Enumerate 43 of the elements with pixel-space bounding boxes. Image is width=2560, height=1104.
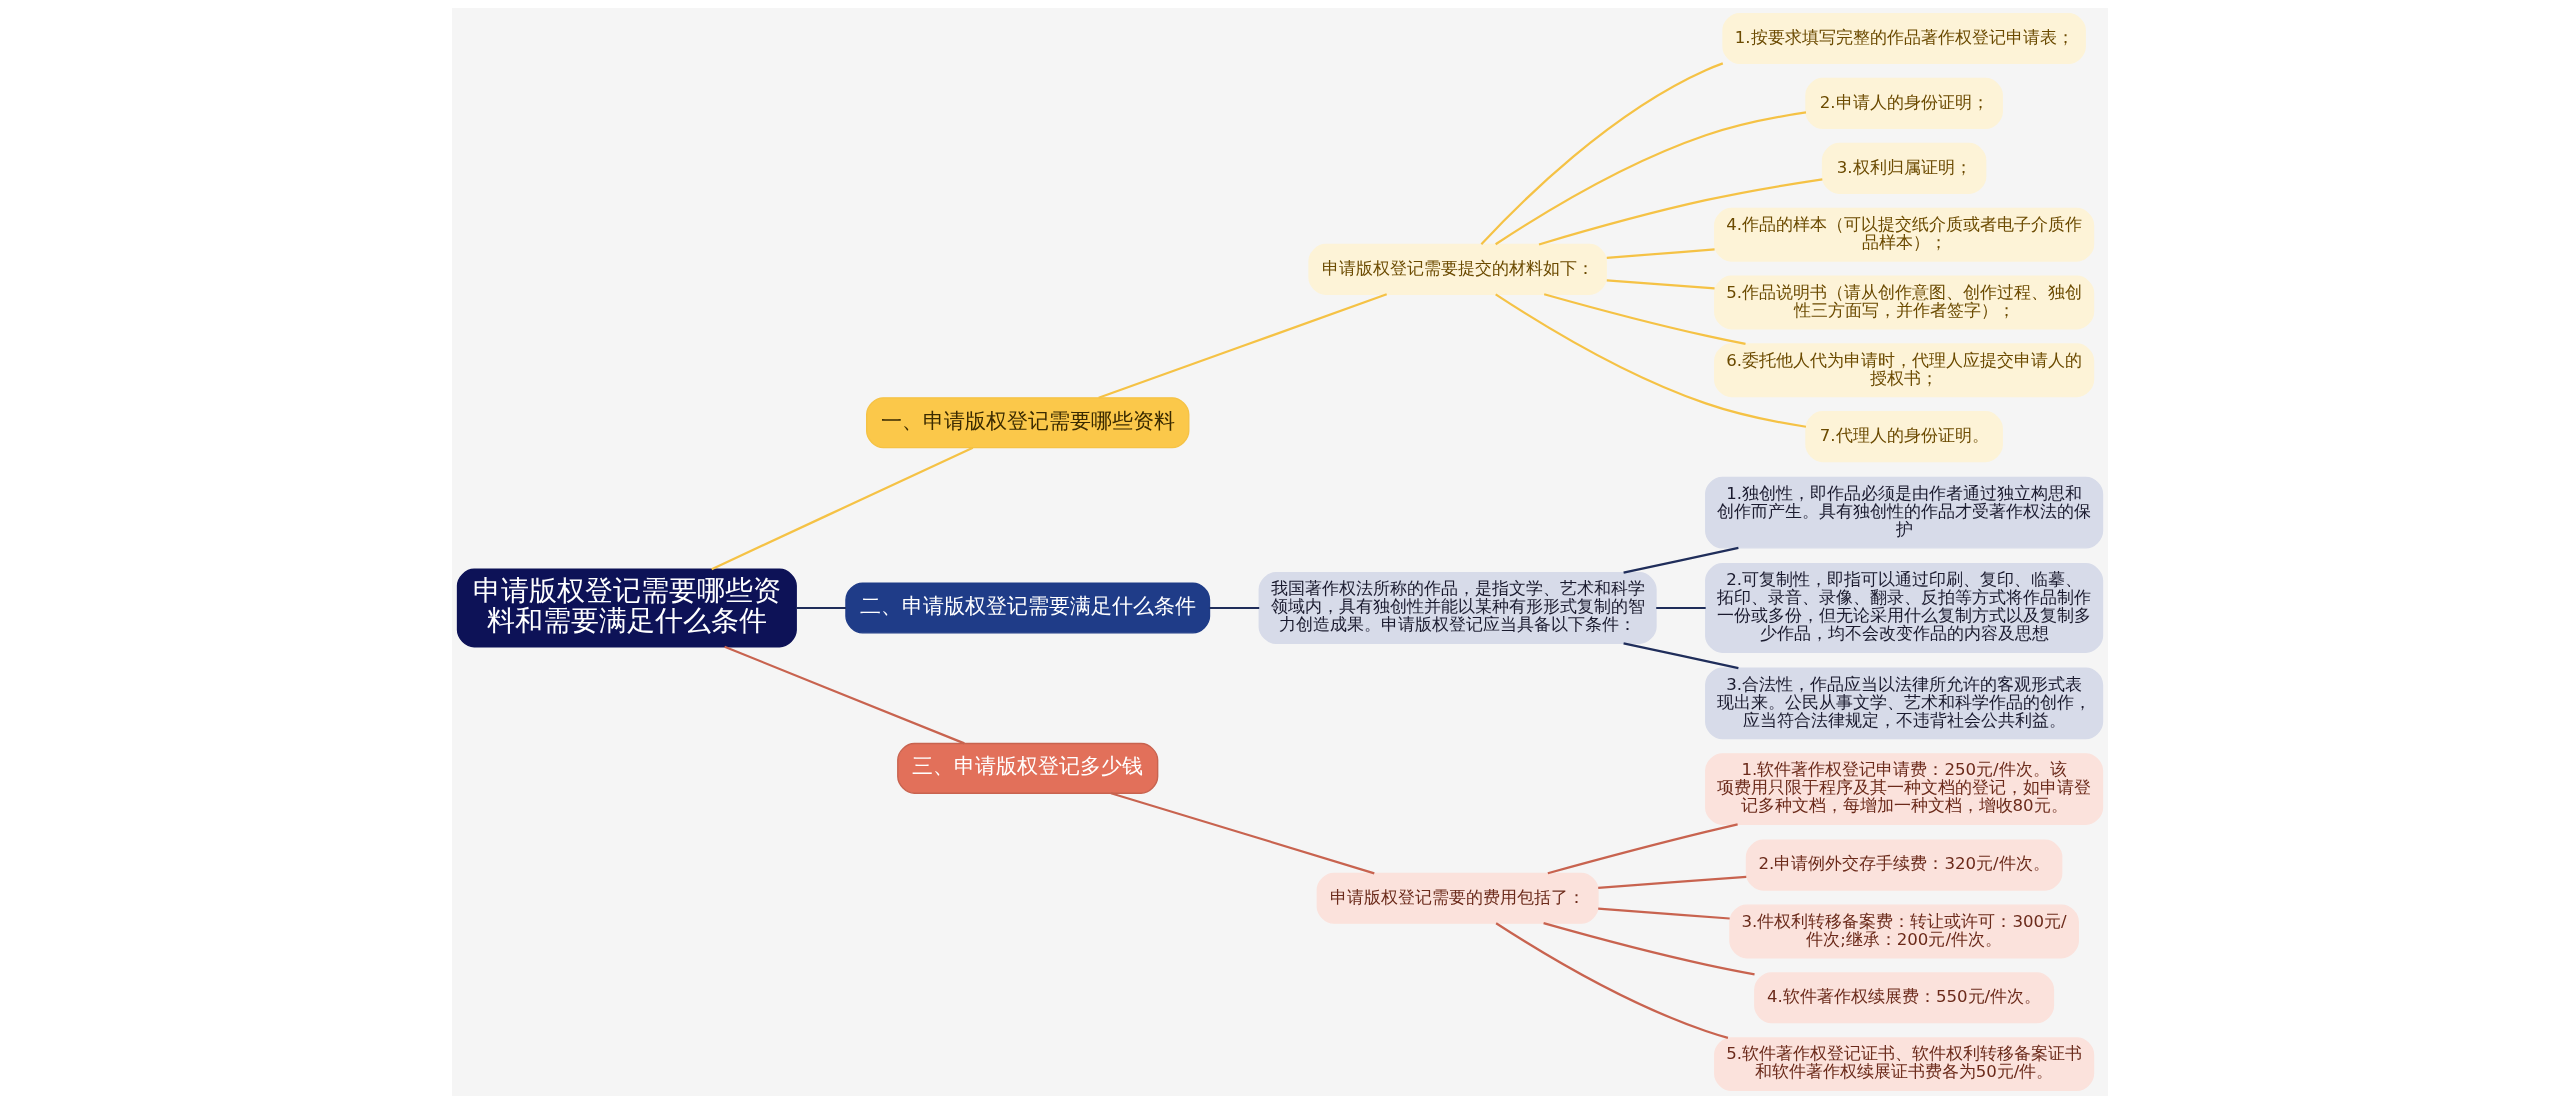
node-box: 3.权利归属证明； [1821, 142, 1987, 194]
connector [724, 645, 965, 745]
node-box: 我国著作权法所称的作品，是指文学、艺术和科学领域内，具有独创性并能以某种有形形式复制的智力创造成果。申请版权登记应当具备以下条件： [1258, 572, 1657, 644]
node-box: 1.按要求填写完整的作品著作权登记申请表； [1722, 12, 2086, 65]
connector [1606, 279, 1715, 290]
node-box: 6.委托他人代为申请时，代理人应提交申请人的授权书； [1714, 343, 2095, 398]
node-box: 5.作品说明书（请从创作意图、创作过程、独创性三方面写，并作者签字）； [1714, 275, 2095, 330]
node-box: 2.申请例外交存手续费：320元/件次。 [1745, 839, 2063, 891]
connector [1623, 546, 1739, 574]
node-box: 1.独创性，即作品必须是由作者通过独立构思和创作而产生。具有独创性的作品才受著作权法的保护 [1705, 476, 2104, 549]
node-box: 三、申请版权登记多少钱 [897, 742, 1159, 794]
connector [1480, 62, 1724, 245]
node-box: 4.作品的样本（可以提交纸介质或者电子介质作品样本）； [1714, 207, 2095, 262]
connector [1623, 642, 1739, 670]
node-box: 3.件权利转移备案费：转让或许可：300元/件次;继承：200元/件次。 [1729, 904, 2079, 959]
node-box: 5.软件著作权登记证书、软件权利转移备案证书和软件著作权续展证书费各为50元/件。 [1714, 1037, 2095, 1092]
node-box: 一、申请版权登记需要哪些资料 [866, 397, 1190, 449]
connector [1598, 907, 1730, 920]
node-box: 2.申请人的身份证明； [1805, 77, 2003, 129]
connector [1547, 823, 1738, 875]
connector [1495, 111, 1807, 246]
node-box: 申请版权登记需要的费用包括了： [1316, 872, 1599, 924]
connector [1110, 792, 1375, 875]
connector [1209, 606, 1260, 610]
node-box: 3.合法性，作品应当以法律所允许的客观形式表现出来。公民从事文学、艺术和科学作品的创作，应当符合法律规定，不违背社会公共利益。 [1705, 667, 2104, 740]
node-box: 申请版权登记需要提交的材料如下： [1308, 243, 1607, 295]
connector [1495, 922, 1729, 1039]
connector [1495, 293, 1807, 428]
connector [711, 446, 974, 571]
node-box: 2.可复制性，即指可以通过印刷、复印、临摹、拓印、录音、录像、翻录、反拍等方式将作品制作一份或多份，但无论采用什么复制方式以及复制多少作品，均不会改变作品的内容及思想 [1705, 563, 2104, 653]
connector [1598, 875, 1747, 889]
connector [1543, 293, 1746, 346]
connector [1656, 606, 1706, 610]
node-box: 二、申请版权登记需要满足什么条件 [845, 582, 1211, 634]
connector [1098, 293, 1388, 399]
node-box: 1.软件著作权登记申请费：250元/件次。该项费用只限于程序及其一种文档的登记，如申请登记多种文档，每增加一种文档，增收80元。 [1705, 753, 2104, 825]
node-box: 7.代理人的身份证明。 [1805, 411, 2003, 463]
connector [1538, 178, 1823, 246]
node-box: 申请版权登记需要哪些资料和需要满足什么条件 [456, 568, 797, 648]
connector [796, 606, 846, 610]
connector [1606, 248, 1715, 259]
node-box: 4.软件著作权续展费：550元/件次。 [1754, 972, 2055, 1024]
connector [1543, 922, 1755, 976]
